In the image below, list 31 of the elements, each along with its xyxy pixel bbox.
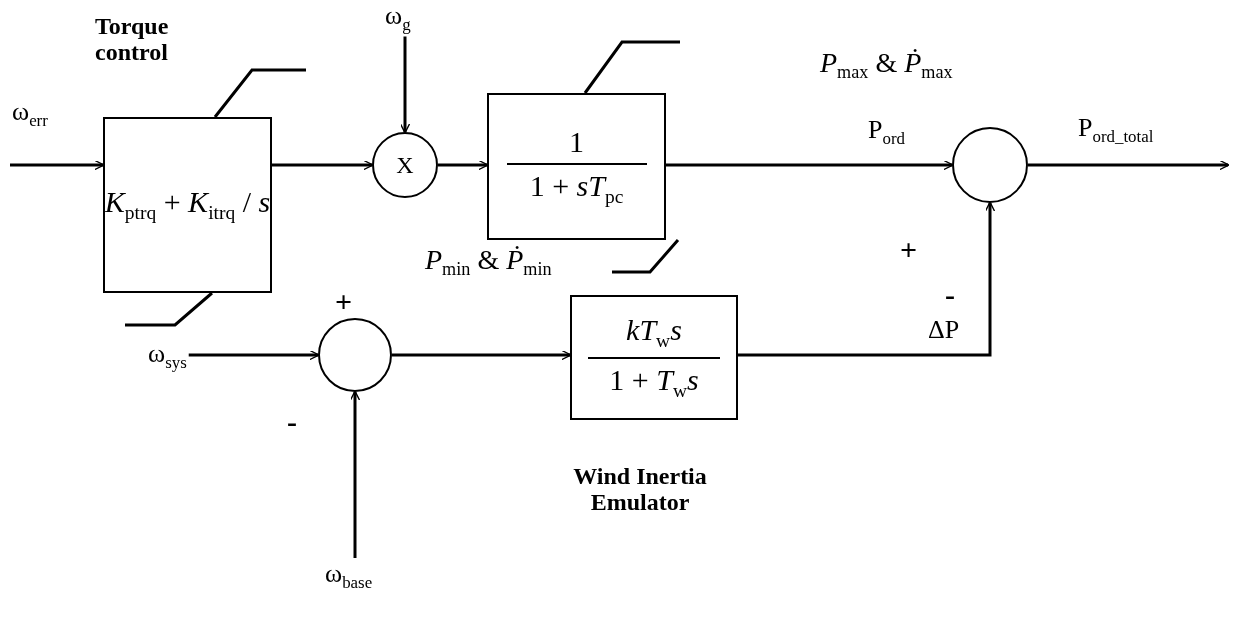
arrow (188, 349, 320, 361)
arrow (349, 390, 361, 558)
signal-label: ω$_{g}$ (385, 2, 411, 35)
sign-label: + (335, 285, 353, 318)
signal-label: ω$_{base}$ (325, 560, 373, 593)
edge-label: P$_{ord_total}$ (1078, 114, 1154, 147)
arrow (1028, 159, 1230, 171)
edge-label: ΔP (928, 316, 960, 345)
arrow (438, 159, 489, 171)
formula-text: K$_{ptrq}$ + K$_{itrq}$ / s (104, 185, 271, 225)
signal-label: ω$_{err}$ (12, 98, 48, 131)
arrow (10, 159, 105, 171)
numerator: 1 (569, 124, 584, 160)
limit-label: P$_{max}$ & Ṗ$_{max}$ (820, 48, 953, 83)
arrow (392, 349, 572, 361)
sign-label: + (900, 233, 918, 266)
multiplier-circle: X (372, 132, 438, 198)
block-heading: Wind Inertia Emulator (572, 463, 708, 516)
block-heading: Torque control (95, 13, 170, 66)
numerator: kT$_{w}$s (626, 313, 682, 353)
signal-label: ω$_{sys}$ (148, 340, 187, 373)
sign-label: - (287, 405, 297, 438)
arrow (738, 201, 996, 357)
sign-label: - (945, 278, 955, 311)
denominator: 1 + T$_{w}$s (609, 362, 699, 402)
arrow (399, 36, 411, 134)
arrow (272, 159, 374, 171)
denominator: 1 + sT$_{pc}$ (529, 169, 624, 209)
arrow (666, 159, 954, 171)
limit-label: P$_{min}$ & Ṗ$_{min}$ (425, 245, 552, 280)
edge-label: P$_{ord}$ (868, 116, 905, 149)
